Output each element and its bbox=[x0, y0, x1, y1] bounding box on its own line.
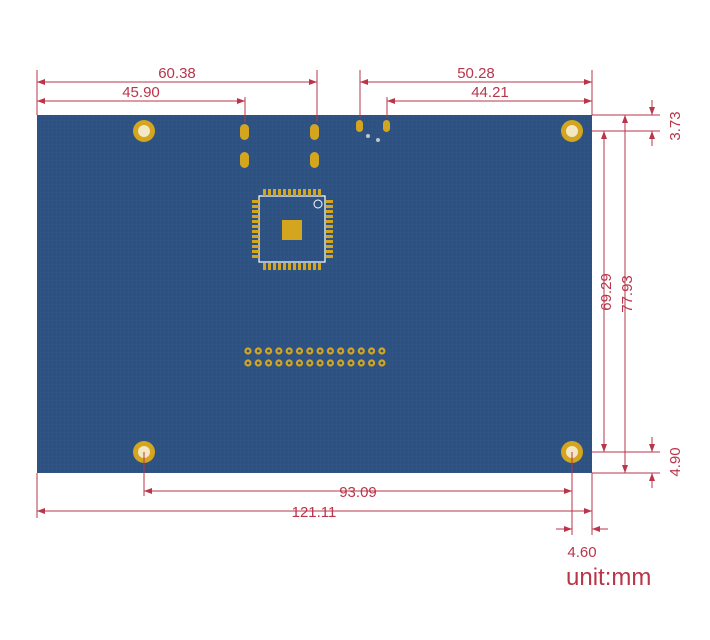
dimension-arrowheads bbox=[37, 79, 655, 532]
header-pin-hole bbox=[308, 349, 312, 353]
qfp-pin-pad bbox=[326, 205, 333, 208]
dim-label-bottom-outer: 121.11 bbox=[292, 504, 337, 521]
qfp-pin-pad bbox=[268, 189, 271, 196]
qfp-pin-pad bbox=[252, 230, 259, 233]
header-pin-hole bbox=[359, 349, 363, 353]
qfp-pin-pad bbox=[252, 215, 259, 218]
dim-label-bottom-inner: 93.09 bbox=[339, 484, 377, 501]
qfp-pin-pad bbox=[252, 250, 259, 253]
qfp-pin-pad bbox=[252, 255, 259, 258]
qfp-pin-pad bbox=[326, 235, 333, 238]
qfp-chip-footprint bbox=[252, 189, 333, 270]
qfp-pin-pad bbox=[288, 189, 291, 196]
qfp-pin-pad bbox=[318, 189, 321, 196]
qfp-pin-pad bbox=[252, 225, 259, 228]
header-pin-hole bbox=[370, 361, 373, 365]
qfp-pin-pad bbox=[252, 220, 259, 223]
qfp-pin-pad bbox=[263, 263, 266, 270]
header-pin-hole bbox=[298, 361, 301, 365]
dim-label-top-left-outer: 60.38 bbox=[158, 65, 196, 82]
qfp-pin-pad bbox=[252, 205, 259, 208]
qfp-pin-pad bbox=[252, 245, 259, 248]
header-pin-hole bbox=[380, 361, 384, 365]
header-pin-hole bbox=[267, 349, 270, 353]
mounting-hole-top-left bbox=[133, 120, 155, 142]
dim-label-bottom-right-offset: 4.60 bbox=[567, 544, 596, 561]
header-pin-hole bbox=[359, 361, 363, 365]
qfp-pin-pad bbox=[273, 263, 276, 270]
dim-label-right-top-offset: 3.73 bbox=[667, 111, 684, 140]
qfp-pin-pad bbox=[313, 189, 316, 196]
header-pin-hole bbox=[256, 361, 260, 365]
header-pin-hole bbox=[246, 361, 250, 365]
header-pin-hole bbox=[308, 361, 312, 365]
unit-label: unit:mm bbox=[566, 564, 651, 591]
qfp-pin-pad bbox=[288, 263, 291, 270]
header-pin-hole bbox=[256, 349, 260, 353]
header-pin-hole bbox=[287, 361, 291, 365]
qfp-pin-pad bbox=[298, 263, 301, 270]
qfp-pin-pad bbox=[278, 263, 281, 270]
header-pin-hole bbox=[298, 349, 301, 353]
header-pin-hole bbox=[349, 361, 353, 365]
qfp-pin-pad bbox=[298, 189, 301, 196]
dim-label-right-outer: 77.93 bbox=[619, 275, 636, 313]
dim-label-right-inner: 69.29 bbox=[598, 273, 615, 311]
dimension-lines bbox=[36, 70, 660, 535]
dim-label-right-bottom-offset: 4.90 bbox=[667, 447, 684, 476]
pcb-board bbox=[37, 115, 592, 473]
qfp-pin-pad bbox=[326, 240, 333, 243]
qfp-pin-pad bbox=[326, 225, 333, 228]
qfp-pin-pad bbox=[308, 263, 311, 270]
header-pin-hole bbox=[277, 361, 281, 365]
mounting-hole-top-right bbox=[561, 120, 583, 142]
qfp-pin-pad bbox=[283, 189, 286, 196]
qfp-pin-pad bbox=[293, 263, 296, 270]
qfp-pin-pad bbox=[252, 235, 259, 238]
qfp-pin-pad bbox=[252, 200, 259, 203]
header-pin-hole bbox=[380, 349, 384, 353]
qfp-pin-pad bbox=[326, 215, 333, 218]
qfp-pin-pad bbox=[326, 255, 333, 258]
qfp-pin-pad bbox=[263, 189, 266, 196]
qfp-pin-pad bbox=[326, 220, 333, 223]
qfp-pin-pad bbox=[303, 189, 306, 196]
qfp-pin-pad bbox=[278, 189, 281, 196]
pin-header-pads bbox=[244, 347, 386, 367]
qfp-pin-pad bbox=[252, 240, 259, 243]
dim-label-top-right-inner: 44.21 bbox=[471, 84, 509, 101]
qfp-pin-pad bbox=[252, 210, 259, 213]
header-pin-hole bbox=[339, 361, 343, 365]
header-pin-hole bbox=[349, 349, 353, 353]
qfp-pin-pad bbox=[293, 189, 296, 196]
qfp-pin-pad bbox=[313, 263, 316, 270]
qfp-pin-pad bbox=[273, 189, 276, 196]
qfp-pin-pad bbox=[326, 230, 333, 233]
qfp-pin-pad bbox=[268, 263, 271, 270]
dim-label-top-left-inner: 45.90 bbox=[122, 84, 160, 101]
dim-label-top-right-outer: 50.28 bbox=[457, 65, 495, 82]
header-pin-hole bbox=[329, 349, 332, 353]
qfp-pin-pad bbox=[326, 200, 333, 203]
connector-slot-pads bbox=[240, 120, 390, 168]
header-pin-hole bbox=[370, 349, 373, 353]
header-pin-hole bbox=[318, 361, 322, 365]
qfp-pin-pad bbox=[318, 263, 321, 270]
qfp-pin-pad bbox=[283, 263, 286, 270]
qfp-pin-pad bbox=[303, 263, 306, 270]
header-pin-hole bbox=[329, 361, 332, 365]
header-pin-hole bbox=[318, 349, 322, 353]
header-pin-hole bbox=[287, 349, 291, 353]
header-pin-hole bbox=[339, 349, 343, 353]
header-pin-hole bbox=[246, 349, 250, 353]
qfp-pin-pad bbox=[308, 189, 311, 196]
header-pin-hole bbox=[277, 349, 281, 353]
qfp-pin-pad bbox=[326, 210, 333, 213]
qfp-pin-pad bbox=[326, 250, 333, 253]
header-pin-hole bbox=[267, 361, 270, 365]
qfp-pin-pad bbox=[326, 245, 333, 248]
